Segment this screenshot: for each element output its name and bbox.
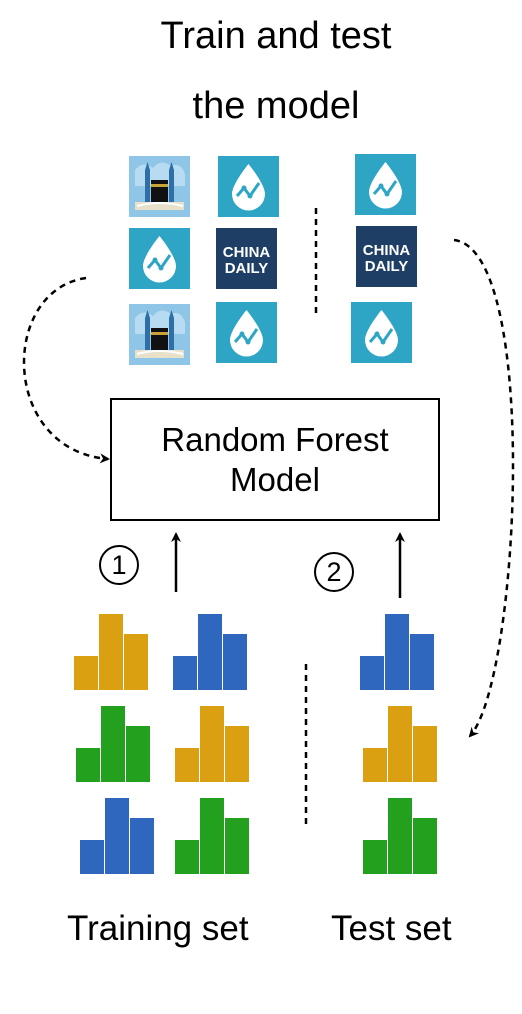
test-set-label: Test set (331, 909, 452, 948)
china-daily-text-2: DAILY (365, 258, 409, 275)
random-forest-model-box: Random Forest Model (110, 398, 440, 521)
bar (130, 818, 154, 874)
bar (175, 748, 199, 782)
china-daily-text-1: CHINA (223, 244, 271, 261)
bar (173, 656, 197, 690)
bar (360, 656, 384, 690)
test-bar-group (360, 614, 434, 690)
bar (76, 748, 100, 782)
bar (363, 748, 387, 782)
mecca-kaaba-icon (129, 156, 190, 217)
bar (223, 634, 247, 690)
bar (198, 614, 222, 690)
mecca-kaaba-icon (129, 304, 190, 365)
training-bar-group (76, 706, 150, 782)
training-images-arrow (22, 276, 110, 464)
step-1-marker: 1 (99, 545, 139, 585)
bar (388, 706, 412, 782)
title-line-1: Train and test (160, 15, 392, 57)
training-bar-group (175, 798, 249, 874)
water-drop-chart-icon (216, 302, 277, 363)
test-bar-group (363, 798, 437, 874)
bar (126, 726, 150, 782)
bar (101, 706, 125, 782)
bar (124, 634, 148, 690)
bar (175, 840, 199, 874)
diagram-title: Train and test the model (0, 14, 522, 128)
china-daily-text-2: DAILY (225, 260, 269, 277)
training-set-label: Training set (67, 909, 249, 948)
bar (105, 798, 129, 874)
bar (80, 840, 104, 874)
china-daily-logo: CHINA DAILY (216, 228, 277, 289)
bar (413, 818, 437, 874)
training-bar-group (80, 798, 154, 874)
bar (413, 726, 437, 782)
bar (388, 798, 412, 874)
bar (225, 818, 249, 874)
training-bar-group (74, 614, 148, 690)
bar (410, 634, 434, 690)
bar (200, 706, 224, 782)
bar (74, 656, 98, 690)
bar (200, 798, 224, 874)
water-drop-chart-icon (355, 154, 416, 215)
title-line-2: the model (192, 85, 360, 127)
china-daily-text-1: CHINA (363, 242, 411, 259)
training-bar-group (175, 706, 249, 782)
model-box-line-2: Model (230, 460, 320, 498)
water-drop-chart-icon (351, 302, 412, 363)
water-drop-chart-icon (218, 156, 279, 217)
bar (225, 726, 249, 782)
bar (99, 614, 123, 690)
training-bar-group (173, 614, 247, 690)
model-box-line-1: Random Forest (161, 420, 389, 458)
bar (363, 840, 387, 874)
water-drop-chart-icon (129, 228, 190, 289)
china-daily-logo: CHINA DAILY (356, 226, 417, 287)
test-bar-group (363, 706, 437, 782)
bar (385, 614, 409, 690)
step-2-marker: 2 (314, 552, 354, 592)
